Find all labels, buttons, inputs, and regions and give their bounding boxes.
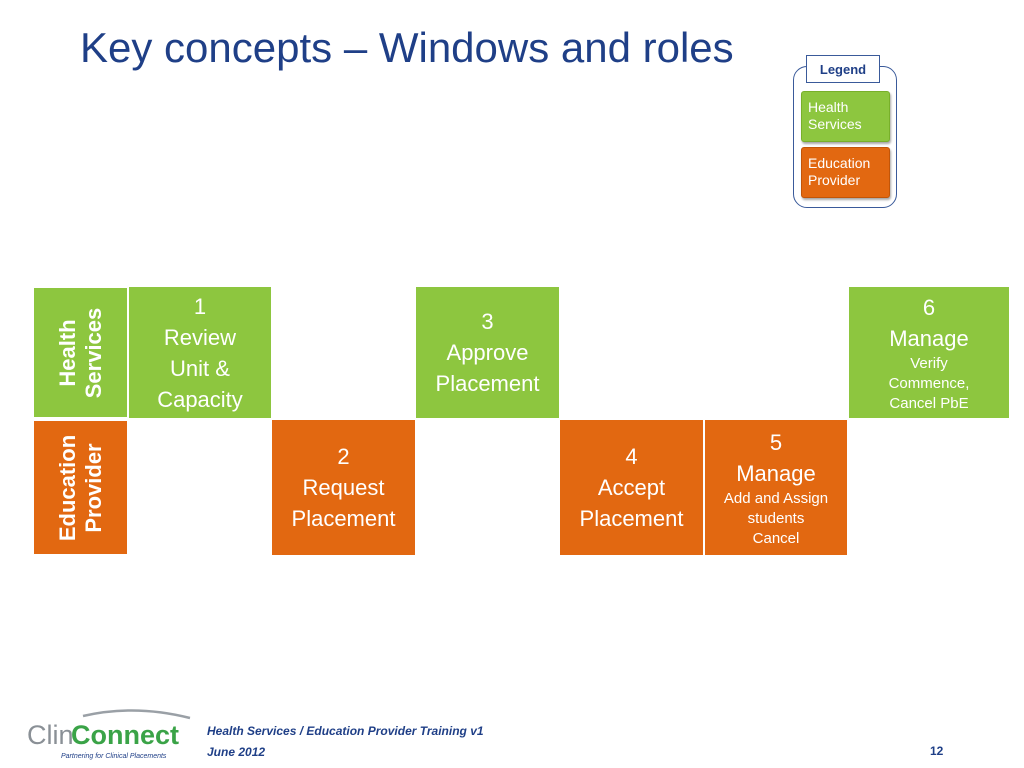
step-sublabel: students: [747, 509, 805, 527]
step-sublabel: Verify: [910, 354, 948, 372]
logo-text-clin: Clin: [27, 720, 74, 750]
step-label: Approve: [446, 340, 529, 365]
step-number: 4: [625, 444, 638, 469]
step-number: 3: [481, 309, 494, 334]
clinconnect-logo: Clin Connect Partnering for Clinical Pla…: [27, 709, 191, 760]
step-sublabel: Add and Assign: [723, 489, 829, 507]
footer-title: Health Services / Education Provider Tra…: [207, 724, 484, 738]
step-sublabel: Cancel PbE: [889, 394, 969, 412]
logo-text-connect: Connect: [71, 720, 179, 750]
logo-swoosh: [82, 709, 191, 720]
step-sublabel: Commence,: [888, 374, 970, 392]
footer-date: June 2012: [207, 745, 266, 759]
lane-label-line: Services: [80, 307, 106, 398]
step-label: Unit &: [170, 355, 230, 381]
step-label: Review: [163, 324, 237, 350]
step-label: Accept: [597, 475, 666, 500]
step-label: Request: [302, 475, 385, 500]
lane-label-line: Education: [54, 434, 80, 541]
step-number: 1: [193, 293, 207, 319]
step-number: 2: [337, 444, 350, 469]
step-5-box: 5 Manage Add and Assign students Cancel: [705, 420, 847, 555]
step-label: Capacity: [157, 386, 243, 412]
step-number: 5: [769, 429, 783, 455]
step-label: Placement: [435, 371, 540, 396]
legend-item-health-services: Health Services: [801, 91, 890, 142]
logo-tagline: Partnering for Clinical Placements: [61, 753, 167, 760]
step-2-box: 2 Request Placement: [272, 420, 415, 555]
step-4-box: 4 Accept Placement: [560, 420, 703, 555]
step-label: Placement: [291, 506, 396, 531]
step-3-box: 3 Approve Placement: [416, 287, 559, 418]
lane-label-line: Provider: [80, 442, 106, 533]
step-label: Manage: [736, 460, 816, 486]
step-number: 6: [922, 294, 936, 320]
step-label: Manage: [889, 325, 969, 351]
lane-label-line: Health: [54, 318, 80, 387]
step-sublabel: Cancel: [752, 529, 800, 547]
legend-item-education-provider: Education Provider: [801, 147, 890, 198]
step-6-box: 6 Manage Verify Commence, Cancel PbE: [849, 287, 1009, 418]
lane-label-health-services: Health Services: [33, 287, 128, 418]
step-1-box: 1 Review Unit & Capacity: [129, 287, 271, 418]
lane-label-education-provider: Education Provider: [33, 420, 128, 555]
legend-title: Legend: [806, 55, 880, 83]
slide-title: Key concepts – Windows and roles: [80, 24, 734, 71]
page-number: 12: [930, 744, 944, 758]
step-label: Placement: [579, 506, 684, 531]
